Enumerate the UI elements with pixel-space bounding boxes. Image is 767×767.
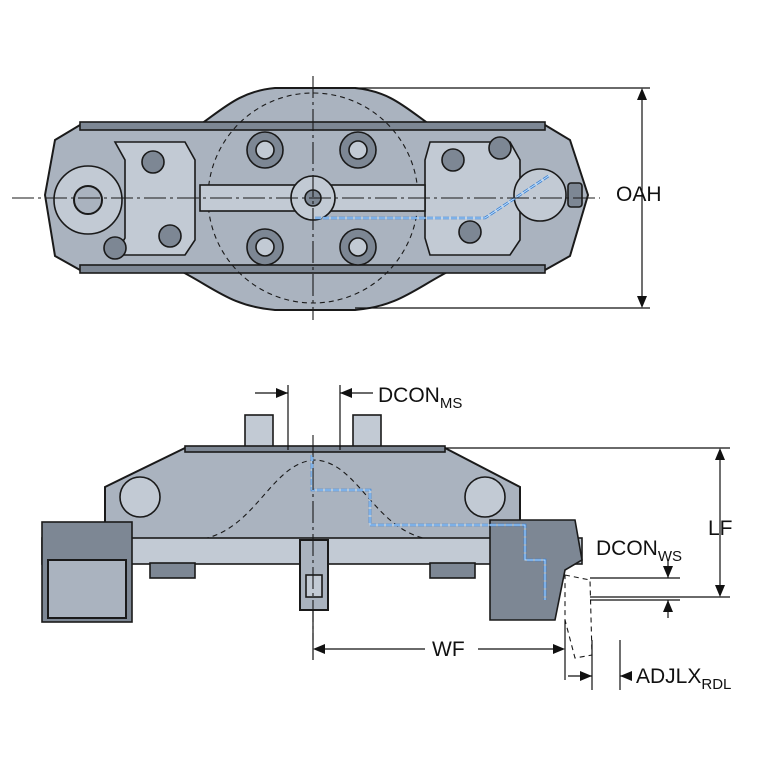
- dcon-ws-dimension: DCONWS: [590, 537, 682, 618]
- oah-label: OAH: [616, 183, 662, 206]
- dcon-ms-label: DCONMS: [378, 384, 462, 412]
- side-view-right-boss: [464, 476, 506, 518]
- adjlx-rdl-dimension: ADJLXRDL: [568, 640, 731, 693]
- screw-icon: [141, 150, 165, 174]
- wf-dimension: WF: [312, 610, 566, 680]
- top-view-main-screws: [246, 131, 377, 266]
- screw-icon: [255, 140, 275, 160]
- top-view: [12, 76, 600, 320]
- screw-icon: [103, 236, 127, 260]
- top-view-right-end-boss: [513, 168, 567, 222]
- screw-icon: [348, 237, 368, 257]
- top-view-right-nozzle: [567, 182, 583, 208]
- side-view-nut-right: [429, 562, 476, 579]
- side-view-left-block-face: [47, 559, 127, 619]
- side-view-nut-left: [149, 562, 196, 579]
- side-view-curved-contour: [194, 459, 436, 541]
- side-view-left-boss: [119, 476, 161, 518]
- top-view-coolant-channel-inner: [315, 174, 551, 219]
- dcon-ms-dimension: DCONMS: [255, 384, 462, 450]
- wf-label: WF: [432, 638, 465, 661]
- top-view-clamp-screws: [103, 136, 512, 260]
- side-view-top-plate: [184, 445, 446, 453]
- lf-dimension: LF: [445, 447, 733, 598]
- side-view-shank-tip: [305, 574, 323, 598]
- side-view-cutting-insert: [564, 574, 593, 659]
- side-view: [41, 414, 593, 659]
- top-view-left-end-hole: [73, 185, 103, 215]
- lf-label: LF: [708, 517, 733, 540]
- screw-icon: [458, 220, 482, 244]
- screw-icon: [158, 224, 182, 248]
- oah-dimension: OAH: [355, 87, 662, 309]
- screw-icon: [348, 140, 368, 160]
- dcon-ws-label: DCONWS: [596, 537, 682, 565]
- screw-icon: [255, 237, 275, 257]
- screw-icon: [488, 136, 512, 160]
- adjlx-rdl-label: ADJLXRDL: [636, 665, 731, 693]
- side-view-right-holder: [489, 519, 583, 621]
- screw-icon: [441, 148, 465, 172]
- side-view-coolant-channel-inner: [311, 455, 546, 600]
